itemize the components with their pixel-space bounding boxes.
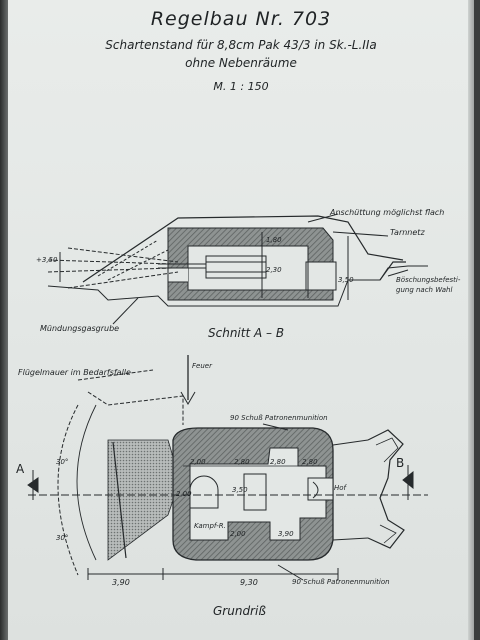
dim-h1: 2,30 [266,266,282,274]
marker-b: B [396,456,405,470]
dim-left: +3,50 [36,256,58,264]
photo-edge-left [0,0,8,640]
label-fire: Feuer [192,362,212,370]
label-slope-1: Böschungsbefesti- [396,276,461,284]
dim-v1: 3,50 [232,486,248,494]
label-wing-wall: Flügelmauer im Bedarfsfalle [18,368,131,377]
label-muzzle-pit: Mündungsgasgrube [40,324,120,333]
label-slope-2: gung nach Wahl [396,286,453,294]
dim-angle-top: 30° [56,458,69,466]
technical-drawing [27,213,428,581]
plan-caption: Grundriß [213,604,266,618]
label-embankment: Anschüttung möglichst flach [330,208,445,217]
drawing-sheet: Regelbau Nr. 703 Schartenstand für 8,8cm… [8,0,474,640]
section-view [47,213,428,325]
marker-a: A [16,462,25,476]
dim-angle-bottom: 30° [56,534,69,542]
dim-w1: 2,00 [190,458,206,466]
dim-w2: 2,80 [234,458,250,466]
label-camouflage-net: Tarnnetz [390,228,425,237]
document-subtitle-1: Schartenstand für 8,8cm Pak 43/3 in Sk.-… [105,38,377,52]
dim-h3: 1,80 [266,236,282,244]
plan-view [27,369,428,581]
dim-total-main: 9,30 [240,578,258,587]
dim-v3: 2,00 [230,530,246,538]
dim-h2: 3,50 [338,276,354,284]
label-ammo-bottom: 90 Schuß Patronenmunition [292,578,390,586]
document-title: Regelbau Nr. 703 [150,8,332,30]
document-scale: M. 1 : 150 [213,80,269,93]
dim-w3: 2,80 [270,458,286,466]
section-caption: Schnitt A – B [208,326,285,340]
label-combat-room: Kampf-R. [194,522,226,530]
label-ammo-top: 90 Schuß Patronenmunition [230,414,328,422]
document-subtitle-2: ohne Nebenräume [185,56,297,70]
photo-edge-right [468,0,474,640]
dim-v2: 2,00 [176,490,192,498]
dim-v4: 3,90 [278,530,294,538]
dim-total-left: 3,90 [112,578,130,587]
dim-w4: 2,80 [302,458,318,466]
label-courtyard: Hof [334,484,347,492]
